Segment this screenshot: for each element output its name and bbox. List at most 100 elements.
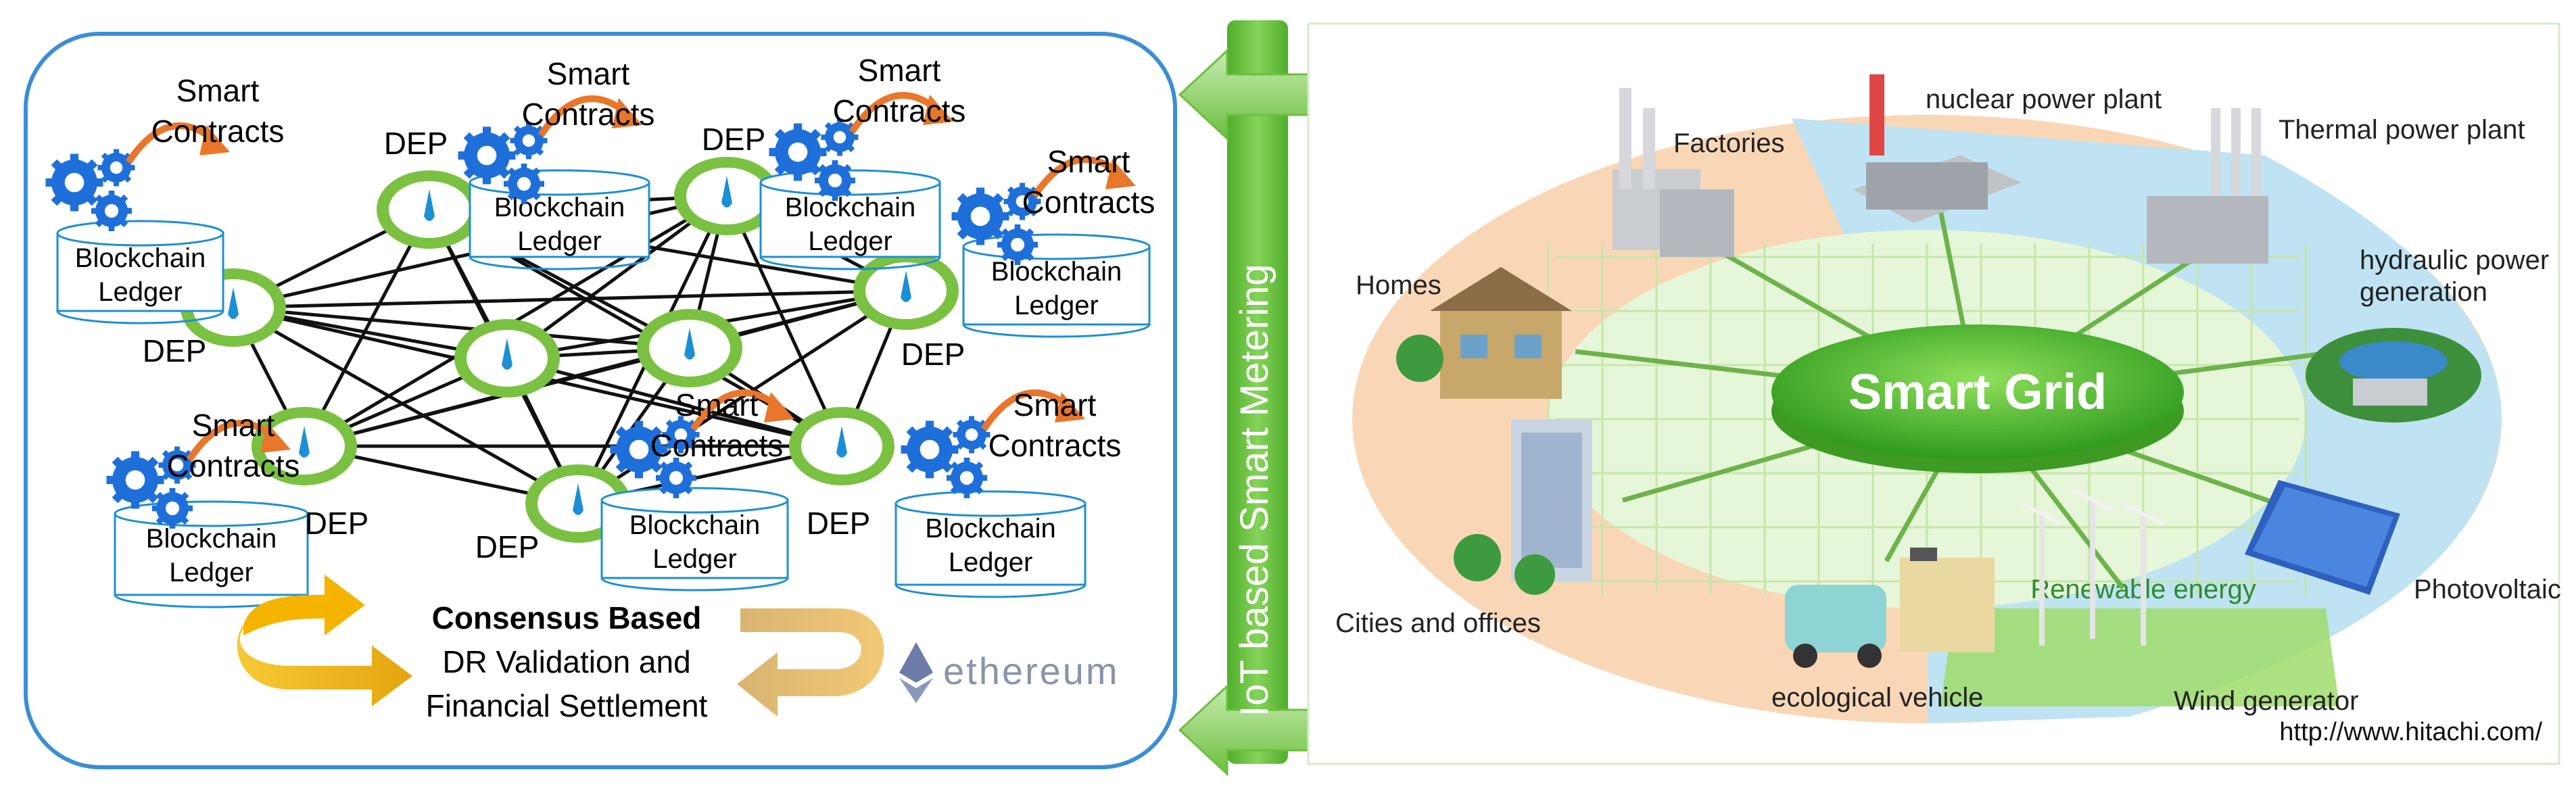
smart-contracts-label-line-1: Smart: [192, 408, 275, 443]
dep-node-icon: [573, 483, 583, 515]
gear-icon: [610, 420, 668, 479]
dep-node: [637, 309, 742, 387]
gear-icon: [951, 187, 1009, 245]
ethereum-label: ethereum: [943, 650, 1120, 692]
iot-bar: [1227, 20, 1288, 764]
smart-contracts-label-line-1: Smart: [1013, 387, 1097, 422]
ledger-label-line-2: Ledger: [652, 544, 737, 574]
gear-icon: [997, 224, 1038, 265]
ledger-top: [114, 500, 309, 527]
dep-label: DEP: [384, 126, 448, 161]
nuclear-plant-icon: [1853, 74, 2022, 223]
dep-node-icon: [901, 270, 911, 302]
ledger-label-line-2: Ledger: [98, 277, 183, 307]
gear-hole: [110, 161, 123, 174]
consensus-line-2: DR Validation and: [442, 644, 690, 679]
smart-contracts-label-line-2: Contracts: [151, 114, 285, 149]
gear-hole: [970, 206, 991, 226]
gear-icon: [504, 164, 544, 204]
gear-hole: [1010, 237, 1025, 252]
dep-label: DEP: [475, 529, 540, 564]
dep-label: DEP: [305, 506, 369, 541]
dep-link: [302, 208, 431, 448]
ledger-label-line-2: Ledger: [517, 226, 602, 256]
gear-icon: [662, 416, 700, 454]
dep-node-icon: [424, 189, 435, 221]
smart-contracts-label-line-2: Contracts: [167, 448, 300, 483]
gear-hole: [833, 130, 846, 144]
dep-node: [789, 407, 895, 485]
gear-icon: [656, 458, 696, 498]
ledger-label-line-1: Blockchain: [785, 193, 915, 222]
gear-hole: [965, 428, 978, 441]
ledger-body: [895, 502, 1087, 586]
smart-contracts-label-line-2: Contracts: [833, 93, 966, 128]
ledger-bottom: [759, 256, 941, 270]
gear-hole: [920, 439, 940, 460]
gear-icon: [821, 118, 859, 156]
dep-node-icon: [502, 338, 512, 370]
photovoltaic-icon: [2245, 480, 2400, 595]
gear-icon: [106, 451, 164, 509]
dep-node-icon: [299, 426, 310, 458]
gear-hole: [674, 428, 688, 441]
dep-node: [252, 407, 357, 485]
consensus-cycle: Consensus Based DR Validation and Financ…: [237, 575, 884, 723]
consensus-arrow-gold-top: [243, 575, 365, 635]
ledger-top: [56, 220, 224, 247]
iot-label: IoT based Smart Metering: [1233, 264, 1277, 717]
ledger-bottom: [962, 324, 1151, 338]
gear-hole: [170, 458, 184, 472]
thermal-plant-label: Thermal power plant: [2279, 115, 2525, 145]
contract-arrowhead: [1105, 159, 1136, 189]
consensus-line-3: Financial Settlement: [426, 688, 708, 723]
smart-contracts-label-line-1: Smart: [176, 73, 260, 108]
iot-connector: IoT based Smart Metering: [1178, 20, 1330, 777]
dep-node-icon: [721, 176, 732, 208]
gear-icon: [158, 446, 196, 484]
dep-nodes: [181, 157, 959, 543]
gear-hole: [165, 501, 180, 516]
hydraulic-label-2: generation: [2360, 277, 2487, 307]
wind-turbine-icon: [2020, 488, 2165, 646]
smart-contracts-label-line-2: Contracts: [522, 97, 655, 132]
gear-hole: [517, 176, 531, 191]
source-url: http://www.hitachi.com/: [2279, 718, 2542, 746]
smart-contract-groups: SmartContractsSmartContractsSmartContrac…: [45, 53, 1155, 529]
gear-icon: [91, 191, 132, 231]
ethereum-diamond-icon: [899, 642, 933, 683]
ledger-label-line-1: Blockchain: [146, 524, 277, 554]
dep-link: [304, 346, 690, 448]
dep-label: DEP: [143, 333, 207, 368]
dep-link: [506, 356, 842, 448]
wind-label: Wind generator: [2174, 686, 2358, 716]
ledger-label-line-1: Blockchain: [629, 510, 760, 540]
ledger-label-line-2: Ledger: [808, 226, 892, 256]
blockchain-panel: BlockchainLedgerBlockchainLedgerBlockcha…: [24, 32, 1177, 769]
ledger-top: [962, 233, 1151, 260]
ledger-bottom: [56, 310, 224, 324]
smart-contracts-label-line-1: Smart: [675, 387, 759, 422]
dep-node: [454, 319, 560, 397]
ledger-body: [759, 181, 941, 258]
ledger-label-line-2: Ledger: [169, 558, 254, 587]
factories-label: Factories: [1673, 128, 1785, 158]
dep-node-icon: [836, 426, 847, 458]
consensus-arrow-gold: [237, 612, 412, 706]
dep-label: DEP: [702, 122, 766, 157]
gear-icon: [947, 458, 987, 498]
gear-hole: [959, 470, 974, 485]
gear-hole: [477, 145, 497, 166]
ethereum-logo: ethereum: [899, 642, 1120, 703]
dep-node: [377, 170, 482, 249]
